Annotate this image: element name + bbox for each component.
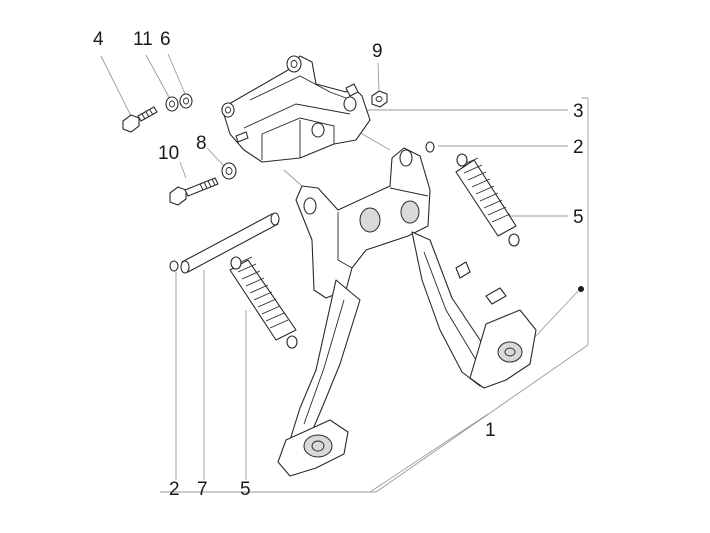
callout-6: 6 <box>160 29 171 50</box>
bolt-4 <box>122 106 158 133</box>
spring-5-right <box>455 153 520 247</box>
nut-9 <box>371 90 388 108</box>
callout-4: 4 <box>93 29 104 50</box>
centre-stand-1 <box>277 147 537 477</box>
callout-5-bottom: 5 <box>240 479 251 500</box>
callout-labels: 4 11 6 9 3 2 8 10 5 1 2 7 5 <box>93 29 584 500</box>
ring-2-bottom <box>169 260 179 272</box>
callout-2-top: 2 <box>573 137 584 158</box>
washer-6 <box>179 93 193 109</box>
callout-1: 1 <box>485 420 496 441</box>
bolt-10 <box>169 177 219 206</box>
ring-2-top <box>425 141 435 153</box>
reference-dot <box>578 286 584 292</box>
rod-7 <box>180 212 280 274</box>
washer-11 <box>165 96 179 112</box>
callout-10: 10 <box>158 143 179 164</box>
callout-9: 9 <box>372 41 383 62</box>
callout-3: 3 <box>573 101 584 122</box>
callout-2-bottom: 2 <box>169 479 180 500</box>
callout-8: 8 <box>196 133 207 154</box>
spring-5-left <box>229 256 298 349</box>
washer-8 <box>221 162 237 180</box>
callout-5-right: 5 <box>573 207 584 228</box>
callout-7: 7 <box>197 479 208 500</box>
callout-11: 11 <box>133 29 153 50</box>
bracket-3 <box>221 55 371 163</box>
